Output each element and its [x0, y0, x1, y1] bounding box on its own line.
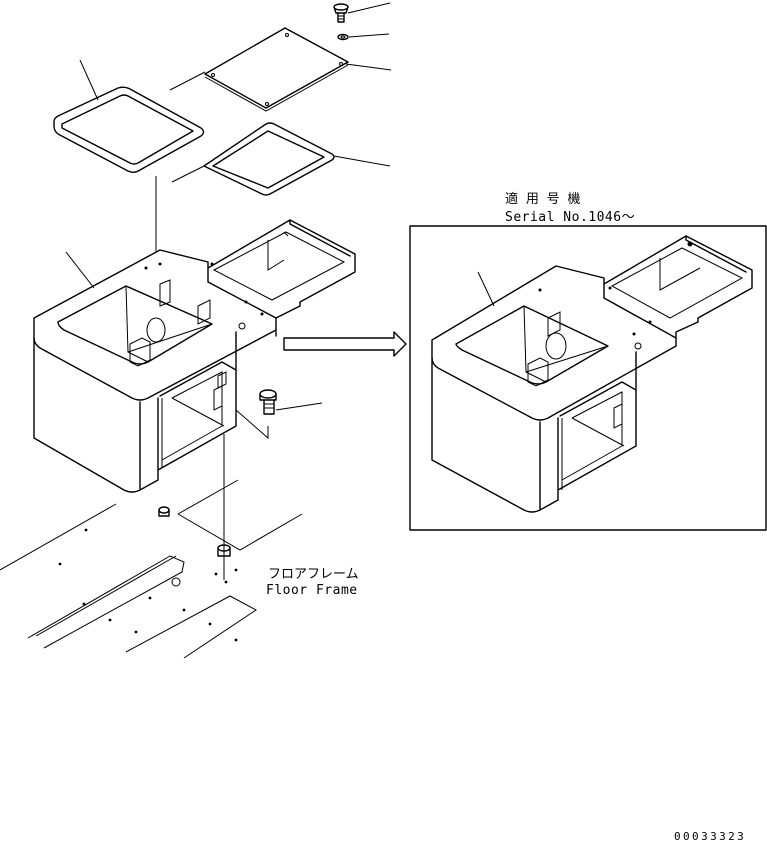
console-box — [33, 176, 356, 493]
drawing-number: 00033323 — [674, 830, 746, 843]
console-box-serial-variant — [431, 235, 753, 513]
direction-arrow — [283, 331, 407, 357]
gasket-left — [53, 59, 205, 173]
leader-lines-top — [345, 2, 392, 71]
applicable-serial-label-jp: 適 用 号 機 — [505, 191, 580, 207]
gasket-right — [171, 122, 391, 196]
serial-detail-frame — [409, 225, 767, 531]
cover-bolt — [333, 3, 349, 23]
serial-number-label: Serial No.1046～ — [505, 210, 635, 225]
cover-plate — [169, 27, 349, 112]
floor-frame-label-jp: フロアフレーム — [268, 567, 359, 582]
floor-frame-label-en: Floor Frame — [266, 583, 358, 598]
cover-washer — [337, 33, 349, 41]
side-bolt — [259, 389, 323, 415]
floor-frame — [0, 434, 303, 659]
